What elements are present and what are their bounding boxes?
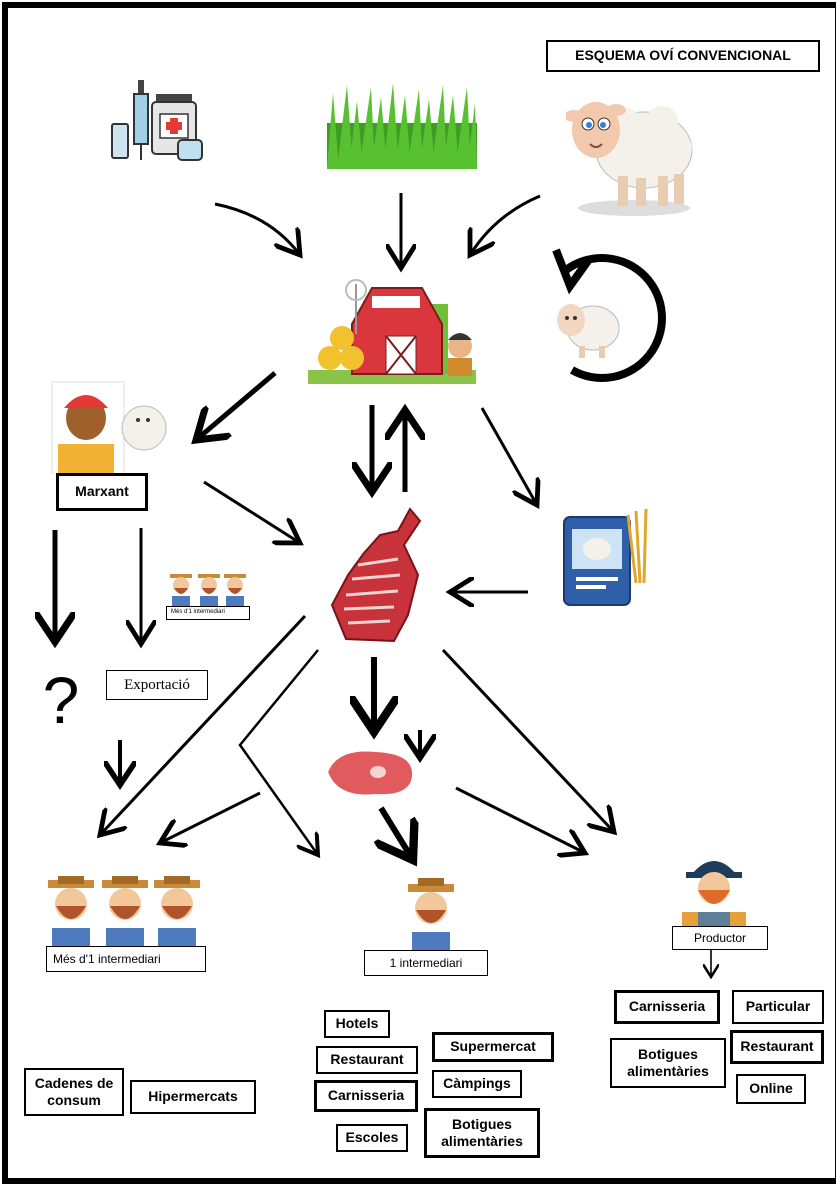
outlet-campings: Càmpings xyxy=(432,1070,522,1098)
mes-intermediari-small-label: Més d'1 intermediari xyxy=(166,606,250,620)
meat-cut-icon xyxy=(323,747,417,799)
unknown-destination: ? xyxy=(42,663,80,737)
diagram-title: ESQUEMA OVÍ CONVENCIONAL xyxy=(546,40,820,72)
outlet-particular: Particular xyxy=(732,990,824,1024)
outlet-hipermercats: Hipermercats xyxy=(130,1080,256,1114)
mes-intermediari-label: Més d'1 intermediari xyxy=(46,946,206,972)
outlet-online: Online xyxy=(736,1074,806,1104)
small-intermediaries-icon xyxy=(170,574,246,606)
outlet-cadenes-de-consum: Cadenes de consum xyxy=(24,1068,124,1116)
marxant-icon xyxy=(51,381,167,474)
un-intermediari-icon xyxy=(408,878,454,950)
outlet-carnisseria-productor: Carnisseria xyxy=(614,990,720,1024)
mes-intermediari-icon xyxy=(48,876,200,946)
grass-icon xyxy=(327,83,477,169)
sheep-icon xyxy=(566,102,693,216)
productor-label: Productor xyxy=(672,926,768,950)
outlet-restaurant: Restaurant xyxy=(316,1046,418,1074)
medicine-icon xyxy=(111,80,203,161)
outlet-botigues-alimentaries: Botigues alimentàries xyxy=(424,1108,540,1158)
outlet-escoles: Escoles xyxy=(336,1124,408,1152)
outlet-restaurant-productor: Restaurant xyxy=(730,1030,824,1064)
outlet-supermercat: Supermercat xyxy=(432,1032,554,1062)
feed-bag-icon xyxy=(563,508,648,606)
marxant-label: Marxant xyxy=(56,473,148,511)
exportacio-label: Exportació xyxy=(106,670,208,700)
productor-icon xyxy=(682,861,746,932)
outlet-hotels: Hotels xyxy=(324,1010,390,1038)
outlet-carnisseria: Carnisseria xyxy=(314,1080,418,1112)
carcass-icon xyxy=(330,507,422,643)
farm-icon xyxy=(308,279,476,384)
un-intermediari-label: 1 intermediari xyxy=(364,950,488,976)
sheep-cycle-icon xyxy=(557,304,620,358)
outlet-botigues-alimentaries-productor: Botigues alimentàries xyxy=(610,1038,726,1088)
